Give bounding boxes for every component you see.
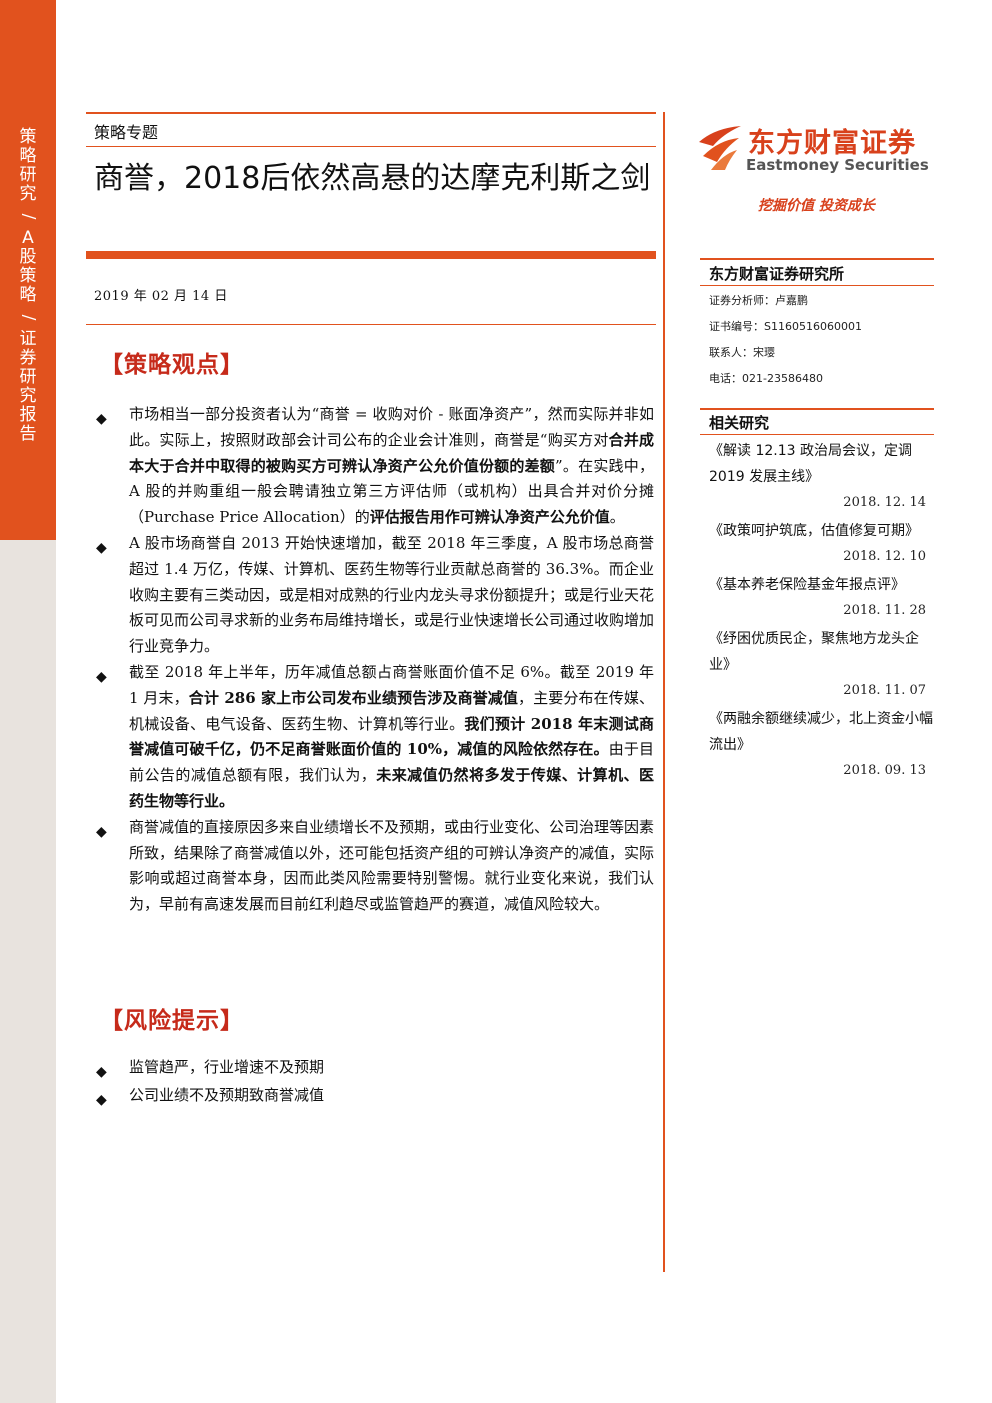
related-item-title[interactable]: 《政策呵护筑底，估值修复可期》	[709, 523, 919, 539]
viewpoint-text: 。	[609, 508, 625, 527]
related-item-date: 2018. 11. 07	[843, 683, 926, 698]
related-item-date: 2018. 12. 10	[843, 549, 926, 564]
viewpoint-text: 截至 2018 年上半年，历年减值总额占商誉账面价值不足 6%。截至 2019 …	[129, 662, 654, 707]
risks-list: ◆ 监管趋严，行业增速不及预期 ◆ 公司业绩不及预期致商誉减值	[94, 1053, 654, 1109]
diamond-bullet-icon: ◆	[96, 1064, 107, 1080]
risk-text: 公司业绩不及预期致商誉减值	[129, 1086, 325, 1104]
related-item: 《政策呵护筑底，估值修复可期》 2018. 12. 10	[709, 518, 934, 570]
eastmoney-logo-icon	[699, 126, 741, 170]
diamond-bullet-icon: ◆	[96, 668, 107, 685]
viewpoints-list: ◆ 市场相当一部分投资者认为“商誉 = 收购对价 - 账面净资产”，然而实际并非如…	[94, 402, 654, 918]
related-item: 《基本养老保险基金年报点评》 2018. 11. 28	[709, 572, 934, 624]
related-item: 《两融余额继续减少，北上资金小幅流出》 2018. 09. 13	[709, 706, 934, 784]
related-top-rule	[700, 408, 934, 410]
risk-text: 监管趋严，行业增速不及预期	[129, 1058, 325, 1076]
viewpoint-item: ◆ 市场相当一部分投资者认为“商誉 = 收购对价 - 账面净资产”，然而实际并非如…	[94, 402, 654, 531]
related-bottom-rule	[700, 434, 934, 435]
side-label-char: 告	[19, 424, 37, 444]
side-label-char: A	[22, 228, 34, 248]
diamond-bullet-icon: ◆	[96, 411, 107, 427]
side-label-char: 券	[19, 348, 37, 368]
side-label-char: 报	[19, 405, 37, 425]
viewpoint-item: ◆ 截至 2018 年上半年，历年减值总额占商誉账面价值不足 6%。截至 2019…	[94, 660, 654, 815]
side-label-char: 研	[19, 367, 37, 387]
diamond-bullet-icon: ◆	[96, 823, 107, 840]
diamond-bullet-icon: ◆	[96, 539, 107, 556]
viewpoint-emphasis: 合并成本大于合并中取得的被购买方可辨认净资产公允价值份额的差额	[129, 430, 654, 475]
side-label-char: 究	[19, 386, 37, 406]
related-item-date: 2018. 09. 13	[843, 763, 926, 778]
related-item-date: 2018. 11. 28	[843, 603, 926, 618]
document-title: 商誉，2018后依然高悬的达摩克利斯之剑	[94, 161, 651, 196]
viewpoint-text: 商誉减值的直接原因多来自业绩增长不及预期，或由行业变化、公司治理等因素所致，结果…	[129, 817, 655, 914]
related-item-title[interactable]: 《两融余额继续减少，北上资金小幅流出》	[709, 711, 933, 753]
document-date: 2019 年 02 月 14 日	[94, 289, 228, 304]
related-item: 《纾困优质民企，聚焦地方龙头企业》 2018. 11. 07	[709, 626, 934, 704]
viewpoint-text: ”。在实践中，A 股的并购重组一般会聘请独立第三方评估师（或机构）出具合并对价分…	[129, 456, 654, 527]
diamond-bullet-icon: ◆	[96, 1092, 107, 1108]
brand-name-en: Eastmoney Securities	[746, 156, 929, 174]
date-underline	[86, 324, 656, 325]
viewpoint-emphasis: 未来减值仍然将多发于传媒、计算机、医药生物等行业。	[129, 766, 654, 810]
side-label-char: 略	[19, 285, 37, 305]
viewpoint-text: 由于目前公告的减值总额有限，我们认为，	[129, 740, 654, 785]
risk-item: ◆ 公司业绩不及预期致商誉减值	[94, 1081, 654, 1109]
viewpoint-text: ，主要分布在传媒、机械设备、电气设备、医药生物、计算机等行业。	[129, 688, 654, 733]
related-item-date: 2018. 12. 14	[843, 495, 926, 510]
header-thin-rule	[86, 146, 656, 147]
analyst-name: 证券分析师：卢嘉鹏	[709, 294, 808, 307]
related-research-list: 《解读 12.13 政治局会议，定调 2019 发展主线》 2018. 12. 1…	[709, 438, 934, 786]
viewpoint-text: A 股市场商誉自 2013 开始快速增加，截至 2018 年三季度，A 股市场总…	[129, 533, 655, 656]
viewpoint-item: ◆ 商誉减值的直接原因多来自业绩增长不及预期，或由行业变化、公司治理等因素所致，结…	[94, 815, 654, 918]
related-item: 《解读 12.13 政治局会议，定调 2019 发展主线》 2018. 12. 1…	[709, 438, 934, 516]
side-label-char: 略	[19, 146, 37, 166]
header-thick-rule	[86, 251, 656, 259]
risk-item: ◆ 监管趋严，行业增速不及预期	[94, 1053, 654, 1081]
viewpoint-emphasis: 我们预计 2018 年末测试商誉减值可破千亿，仍不足商誉账面价值的 10%，减值…	[129, 714, 654, 759]
side-label-char: 究	[19, 184, 37, 204]
brand-name-cn: 东方财富证券	[748, 128, 916, 159]
institute-title: 东方财富证券研究所	[709, 265, 845, 283]
side-label-char: /	[18, 213, 39, 220]
contact-person: 联系人：宋璎	[709, 346, 775, 359]
related-item-title[interactable]: 《解读 12.13 政治局会议，定调 2019 发展主线》	[709, 443, 912, 485]
column-divider	[663, 112, 665, 1272]
side-label-char: 研	[19, 165, 37, 185]
related-title: 相关研究	[709, 414, 770, 432]
viewpoints-heading: 【策略观点】	[100, 352, 244, 378]
brand-slogan: 挖掘价值 投资成长	[758, 198, 875, 214]
related-item-title[interactable]: 《纾困优质民企，聚焦地方龙头企业》	[709, 631, 919, 673]
side-label-char: 证	[19, 329, 37, 349]
viewpoint-emphasis: 评估报告用作可辨认净资产公允价值	[369, 508, 610, 527]
side-label-char: /	[18, 314, 39, 321]
institute-top-rule	[700, 258, 934, 260]
certificate-number: 证书编号：S1160516060001	[709, 320, 862, 333]
header-top-rule	[86, 112, 656, 114]
viewpoint-text: 市场相当一部分投资者认为“商誉 = 收购对价 - 账面净资产”，然而实际并非如此…	[129, 405, 654, 449]
side-label-char: 策	[19, 266, 37, 286]
side-label-char: 策	[19, 127, 37, 147]
viewpoint-item: ◆ A 股市场商誉自 2013 开始快速增加，截至 2018 年三季度，A 股市场…	[94, 531, 654, 660]
side-band-accent	[0, 0, 56, 540]
document-type: 策略专题	[94, 123, 159, 142]
institute-bottom-rule	[700, 285, 934, 286]
viewpoint-emphasis: 合计 286 家上市公司发布业绩预告涉及商誉减值	[188, 688, 519, 707]
phone-number: 电话：021-23586480	[709, 372, 823, 385]
side-label-char: 股	[19, 247, 37, 267]
related-item-title[interactable]: 《基本养老保险基金年报点评》	[709, 577, 905, 593]
risks-heading: 【风险提示】	[100, 1008, 244, 1034]
